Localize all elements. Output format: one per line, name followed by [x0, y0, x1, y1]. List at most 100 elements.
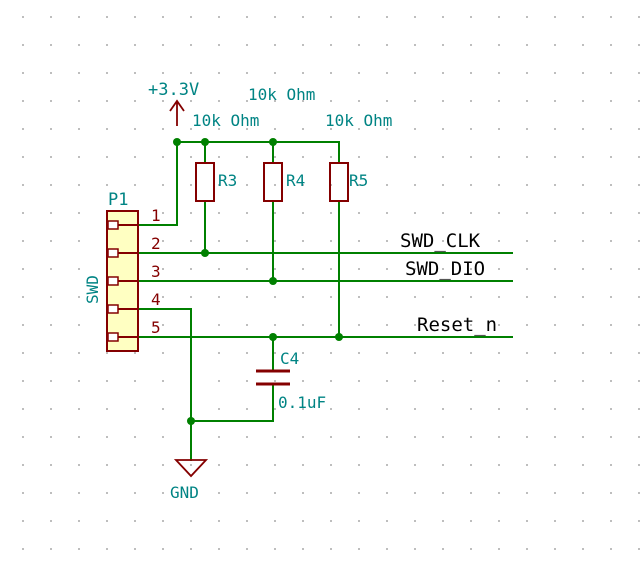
grid-dot: [610, 128, 612, 130]
grid-dot: [386, 240, 388, 242]
connector-value-label: SWD: [83, 275, 102, 304]
junction-dot: [201, 249, 209, 257]
resistor-r3[interactable]: R3 10k Ohm: [192, 111, 259, 202]
grid-dot: [442, 296, 444, 298]
grid-dot: [302, 156, 304, 158]
grid-dot: [386, 324, 388, 326]
grid-dot: [498, 212, 500, 214]
grid-dot: [50, 380, 52, 382]
grid-dot: [470, 352, 472, 354]
grid-dot: [22, 520, 24, 522]
grid-dot: [358, 548, 360, 550]
connector-p1[interactable]: P1 SWD 1 2 3 4 5: [83, 190, 161, 352]
grid-dot: [162, 492, 164, 494]
resistor-value-label: 10k Ohm: [325, 111, 392, 130]
grid-dot: [246, 520, 248, 522]
pin-number: 5: [151, 318, 161, 337]
grid-dot: [638, 548, 640, 550]
grid-dot: [498, 548, 500, 550]
grid-dot: [526, 324, 528, 326]
grid-dot: [554, 492, 556, 494]
resistor-r5[interactable]: R5 10k Ohm: [325, 111, 392, 202]
grid-dot: [554, 100, 556, 102]
grid-dot: [358, 16, 360, 18]
grid-dot: [330, 352, 332, 354]
grid-dot: [78, 212, 80, 214]
grid-dot: [470, 212, 472, 214]
grid-dot: [50, 408, 52, 410]
grid-dot: [442, 72, 444, 74]
grid-dot: [190, 156, 192, 158]
grid-dot: [78, 548, 80, 550]
grid-dot: [302, 44, 304, 46]
grid-dot: [582, 324, 584, 326]
grid-dot: [50, 156, 52, 158]
grid-dot: [554, 324, 556, 326]
grid-dot: [78, 492, 80, 494]
capacitor-ref-label: C4: [280, 349, 299, 368]
grid-dot: [330, 324, 332, 326]
grid-dot: [274, 520, 276, 522]
grid-dot: [218, 380, 220, 382]
grid-dot: [162, 548, 164, 550]
capacitor-c4[interactable]: C4 0.1uF: [256, 349, 326, 412]
grid-dot: [414, 16, 416, 18]
grid-dot: [274, 184, 276, 186]
gnd-symbol[interactable]: GND: [170, 459, 209, 502]
grid-dot: [246, 100, 248, 102]
grid-dot: [302, 72, 304, 74]
grid-dot: [22, 548, 24, 550]
grid-dot: [78, 296, 80, 298]
grid-dot: [162, 240, 164, 242]
net-labels: SWD_CLK SWD_DIO Reset_n: [400, 230, 497, 336]
grid-dot: [50, 100, 52, 102]
grid-dot: [414, 464, 416, 466]
grid-dot: [386, 44, 388, 46]
grid-dot: [582, 44, 584, 46]
grid-dot: [526, 72, 528, 74]
grid-dot: [50, 212, 52, 214]
grid-dot: [190, 548, 192, 550]
grid-dot: [498, 520, 500, 522]
grid-dot: [274, 72, 276, 74]
grid-dot: [358, 240, 360, 242]
grid-dot: [274, 548, 276, 550]
grid-dot: [470, 16, 472, 18]
resistor-body: [195, 162, 215, 202]
grid-dot: [386, 436, 388, 438]
power-vcc-symbol[interactable]: +3.3V: [148, 80, 199, 126]
resistor-r4[interactable]: R4 10k Ohm: [248, 85, 315, 202]
grid-dot: [442, 548, 444, 550]
pin-number: 1: [151, 206, 161, 225]
junction-dot: [269, 138, 277, 146]
grid-dot: [162, 324, 164, 326]
junction-dot: [269, 277, 277, 285]
grid-dot: [330, 436, 332, 438]
connector-pin-numbers: 1 2 3 4 5: [151, 206, 161, 337]
net-label-reset[interactable]: Reset_n: [417, 314, 497, 336]
net-label-swd-dio[interactable]: SWD_DIO: [405, 258, 485, 280]
grid-dot: [414, 212, 416, 214]
grid-dot: [162, 128, 164, 130]
grid-dot: [330, 212, 332, 214]
grid-dot: [442, 380, 444, 382]
grid-dot: [190, 268, 192, 270]
grid-dot: [190, 16, 192, 18]
grid-dot: [330, 380, 332, 382]
grid-dot: [498, 72, 500, 74]
grid-dot: [526, 296, 528, 298]
grid-dot: [218, 352, 220, 354]
grid-dot: [246, 156, 248, 158]
grid-dot: [274, 128, 276, 130]
grid-dot: [134, 184, 136, 186]
grid-dot: [218, 520, 220, 522]
resistor-ref-label: R3: [218, 171, 237, 190]
grid-dot: [610, 492, 612, 494]
net-label-swd-clk[interactable]: SWD_CLK: [400, 230, 481, 252]
grid-dot: [498, 156, 500, 158]
grid-dot: [78, 100, 80, 102]
grid-dot: [162, 268, 164, 270]
grid-dot: [78, 520, 80, 522]
grid-dot: [386, 156, 388, 158]
grid-dot: [162, 408, 164, 410]
